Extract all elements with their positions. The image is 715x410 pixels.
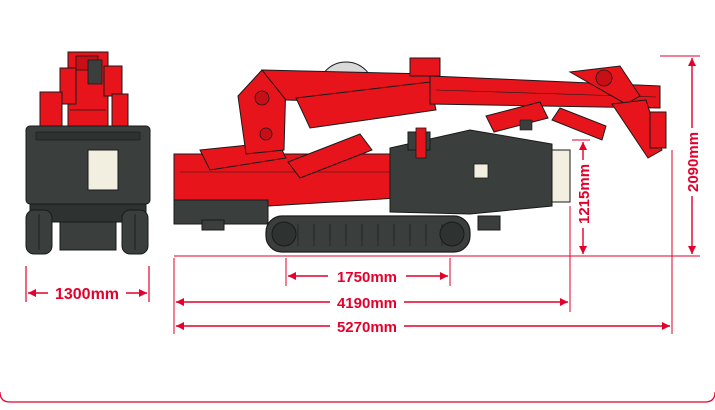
track-length-label: 1750mm bbox=[337, 269, 397, 286]
front-width-dimension: 1300mm bbox=[25, 266, 150, 303]
total-height-dimension: 2090mm bbox=[660, 55, 702, 254]
body-length-dimension: 4190mm bbox=[173, 206, 571, 334]
front-width-label: 1300mm bbox=[55, 286, 119, 303]
deck-height-label: 1215mm bbox=[576, 164, 593, 224]
body-length-label: 4190mm bbox=[337, 295, 397, 312]
total-height-label: 2090mm bbox=[685, 132, 702, 192]
frame-border bbox=[0, 391, 715, 403]
track-length-dimension: 1750mm bbox=[285, 258, 451, 286]
total-length-dimension: 5270mm bbox=[176, 150, 673, 336]
front-view-crane bbox=[25, 51, 151, 255]
total-length-label: 5270mm bbox=[337, 319, 397, 336]
side-view-crane bbox=[173, 57, 700, 257]
deck-height-dimension: 1215mm bbox=[572, 139, 593, 254]
